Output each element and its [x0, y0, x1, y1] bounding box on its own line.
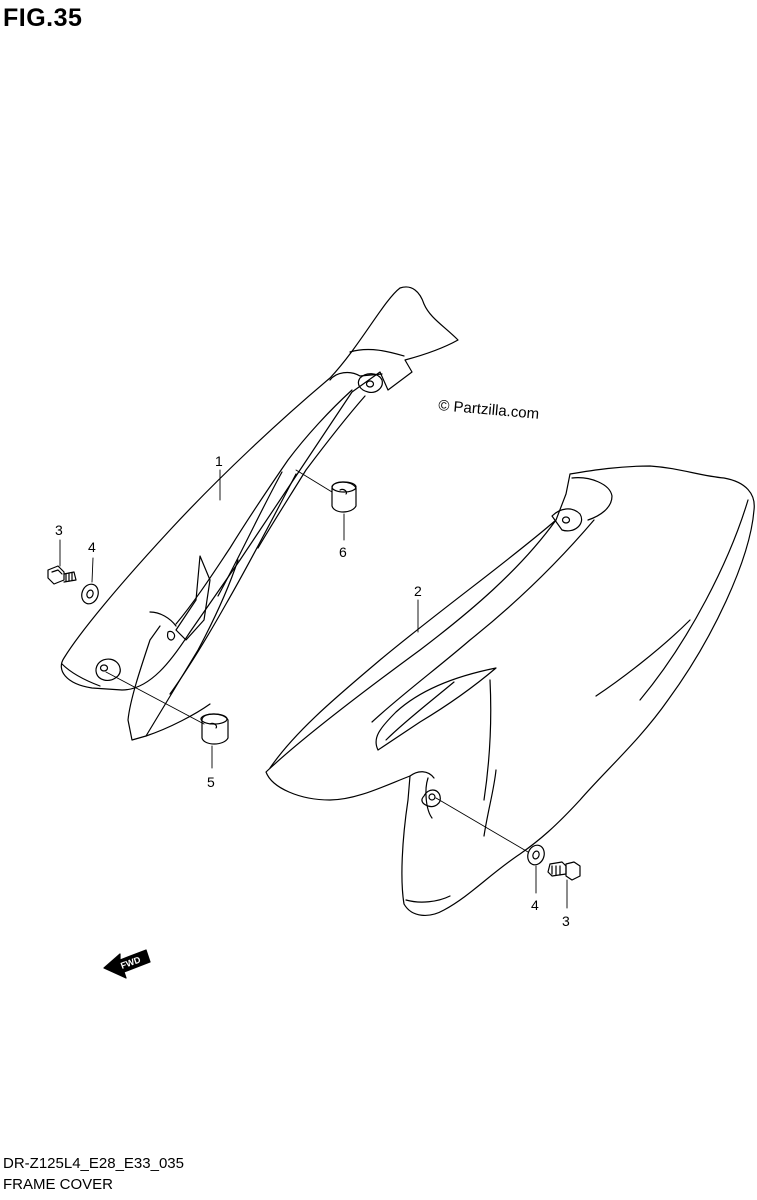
section-name: FRAME COVER	[3, 1176, 114, 1193]
cushion-lower	[200, 713, 229, 745]
leader-lines	[59, 469, 568, 909]
callout-part-3-right: 3	[562, 913, 570, 929]
callout-part-3-left: 3	[55, 522, 63, 538]
callouts: 1 2 3 4 6 5 4 3	[55, 453, 570, 929]
bolt-right	[547, 861, 581, 881]
callout-part-1: 1	[215, 453, 223, 469]
bolt-left	[47, 565, 77, 585]
callout-part-2: 2	[414, 583, 422, 599]
callout-part-5: 5	[207, 774, 215, 790]
washer-right	[527, 844, 545, 866]
model-code: DR-Z125L4_E28_E33_035	[3, 1155, 184, 1172]
callout-part-4-left: 4	[88, 539, 96, 555]
callout-part-6: 6	[339, 544, 347, 560]
washer-left	[81, 583, 99, 605]
copyright-watermark: © Partzilla.com	[438, 397, 540, 423]
callout-part-4-right: 4	[531, 897, 539, 913]
figure-title: FIG.35	[3, 4, 83, 32]
frame-cover-left	[60, 286, 459, 741]
cushion-upper	[331, 481, 357, 513]
frame-cover-right	[265, 465, 755, 916]
fwd-arrow-icon: FWD	[103, 949, 151, 979]
